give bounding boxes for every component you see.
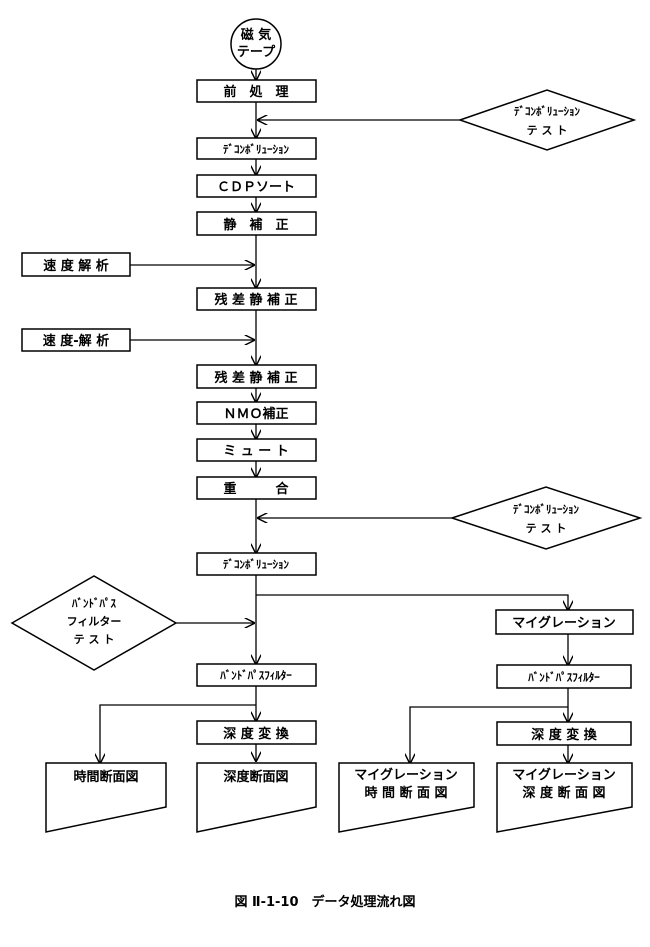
bandpass-test-line3: テ ス ト: [74, 633, 115, 646]
cdp-sort-label: ＣＤＰソート: [217, 180, 295, 195]
process-deconvolution-1: ﾃﾞｺﾝﾎﾞﾘｭｰｼｮﾝ: [196, 137, 317, 160]
velocity2-label: 速 度-解 析: [43, 333, 109, 349]
mig-depth-line2: 深 度 断 面 図: [522, 785, 605, 801]
process-cdp-sort: ＣＤＰソート: [196, 174, 317, 198]
process-stack: 重 合: [196, 476, 317, 500]
connectors: [100, 69, 568, 763]
process-depth-conversion-left: 深 度 変 換: [196, 720, 317, 745]
tape-label-line1: 磁 気: [241, 27, 272, 43]
deconv2-label: ﾃﾞｺﾝﾎﾞﾘｭｰｼｮﾝ: [223, 557, 289, 571]
mute-label: ミ ュ ー ト: [223, 444, 289, 459]
velocity1-label: 速 度 解 析: [43, 258, 109, 274]
depth-section-label: 深度断面図: [223, 769, 288, 785]
process-residual-static-1: 残 差 静 補 正: [196, 287, 317, 311]
preprocess-label: 前 処 理: [223, 84, 288, 100]
output-time-section: 時間断面図: [45, 762, 167, 833]
deconv-test1-line2: テ ス ト: [527, 124, 568, 137]
static-corr-label: 静 補 正: [223, 217, 288, 233]
output-depth-section: 深度断面図: [196, 762, 317, 833]
bandpass-right-label: ﾊﾞﾝﾄﾞﾊﾟｽﾌｨﾙﾀｰ: [527, 670, 600, 684]
figure-caption: 図 Ⅱ-1-10 データ処理流れ図: [234, 894, 415, 910]
process-bandpass-left: ﾊﾞﾝﾄﾞﾊﾟｽﾌｨﾙﾀｰ: [196, 663, 317, 687]
deconv1-label: ﾃﾞｺﾝﾎﾞﾘｭｰｼｮﾝ: [223, 142, 289, 156]
process-nmo-correction: ＮＭＯ補正: [196, 401, 317, 425]
input-velocity-analysis-1: 速 度 解 析: [21, 252, 131, 277]
process-bandpass-right: ﾊﾞﾝﾄﾞﾊﾟｽﾌｨﾙﾀｰ: [496, 664, 632, 689]
process-preprocess: 前 処 理: [196, 79, 317, 103]
deconv-test2-line1: ﾃﾞｺﾝﾎﾞﾘｭｰｼｮﾝ: [513, 502, 579, 516]
time-section-label: 時間断面図: [73, 769, 138, 785]
process-deconvolution-2: ﾃﾞｺﾝﾎﾞﾘｭｰｼｮﾝ: [196, 552, 317, 576]
tape-label-line2: テープ: [237, 45, 276, 60]
depth-conv-right-label: 深 度 変 換: [531, 727, 598, 743]
mig-time-line1: マイグレーション: [354, 767, 457, 783]
decision-deconv-test-1: ﾃﾞｺﾝﾎﾞﾘｭｰｼｮﾝ テ ス ト: [457, 89, 637, 151]
process-mute: ミ ュ ー ト: [196, 438, 317, 462]
stack-label: 重 合: [223, 481, 289, 497]
mig-depth-line1: マイグレーション: [512, 767, 615, 783]
magnetic-tape-node: [230, 18, 282, 70]
process-static-correction: 静 補 正: [196, 211, 317, 236]
bandpass-test-line2: フィルター: [67, 615, 122, 628]
deconv-test2-line2: テ ス ト: [526, 522, 567, 535]
input-velocity-analysis-2: 速 度-解 析: [21, 328, 131, 352]
decision-deconv-test-2: ﾃﾞｺﾝﾎﾞﾘｭｰｼｮﾝ テ ス ト: [449, 486, 643, 550]
nmo-label: ＮＭＯ補正: [223, 406, 288, 422]
process-depth-conversion-right: 深 度 変 換: [496, 721, 632, 746]
residual1-label: 残 差 静 補 正: [214, 292, 297, 308]
residual2-label: 残 差 静 補 正: [214, 370, 297, 386]
migration-label: マイグレーション: [512, 615, 615, 631]
mig-time-line2: 時 間 断 面 図: [364, 785, 447, 801]
bandpass-test-line1: ﾊﾞﾝﾄﾞﾊﾟｽ: [71, 596, 116, 610]
decision-bandpass-test: ﾊﾞﾝﾄﾞﾊﾟｽ フィルター テ ス ト: [10, 575, 178, 671]
depth-conv-left-label: 深 度 変 換: [223, 726, 290, 742]
bandpass-left-label: ﾊﾞﾝﾄﾞﾊﾟｽﾌｨﾙﾀｰ: [219, 668, 292, 682]
output-migration-depth-section: マイグレーション 深 度 断 面 図: [496, 762, 633, 833]
output-migration-time-section: マイグレーション 時 間 断 面 図: [338, 762, 475, 833]
deconv-test1-line1: ﾃﾞｺﾝﾎﾞﾘｭｰｼｮﾝ: [514, 104, 580, 118]
process-residual-static-2: 残 差 静 補 正: [196, 364, 317, 389]
process-migration: マイグレーション: [495, 609, 634, 635]
